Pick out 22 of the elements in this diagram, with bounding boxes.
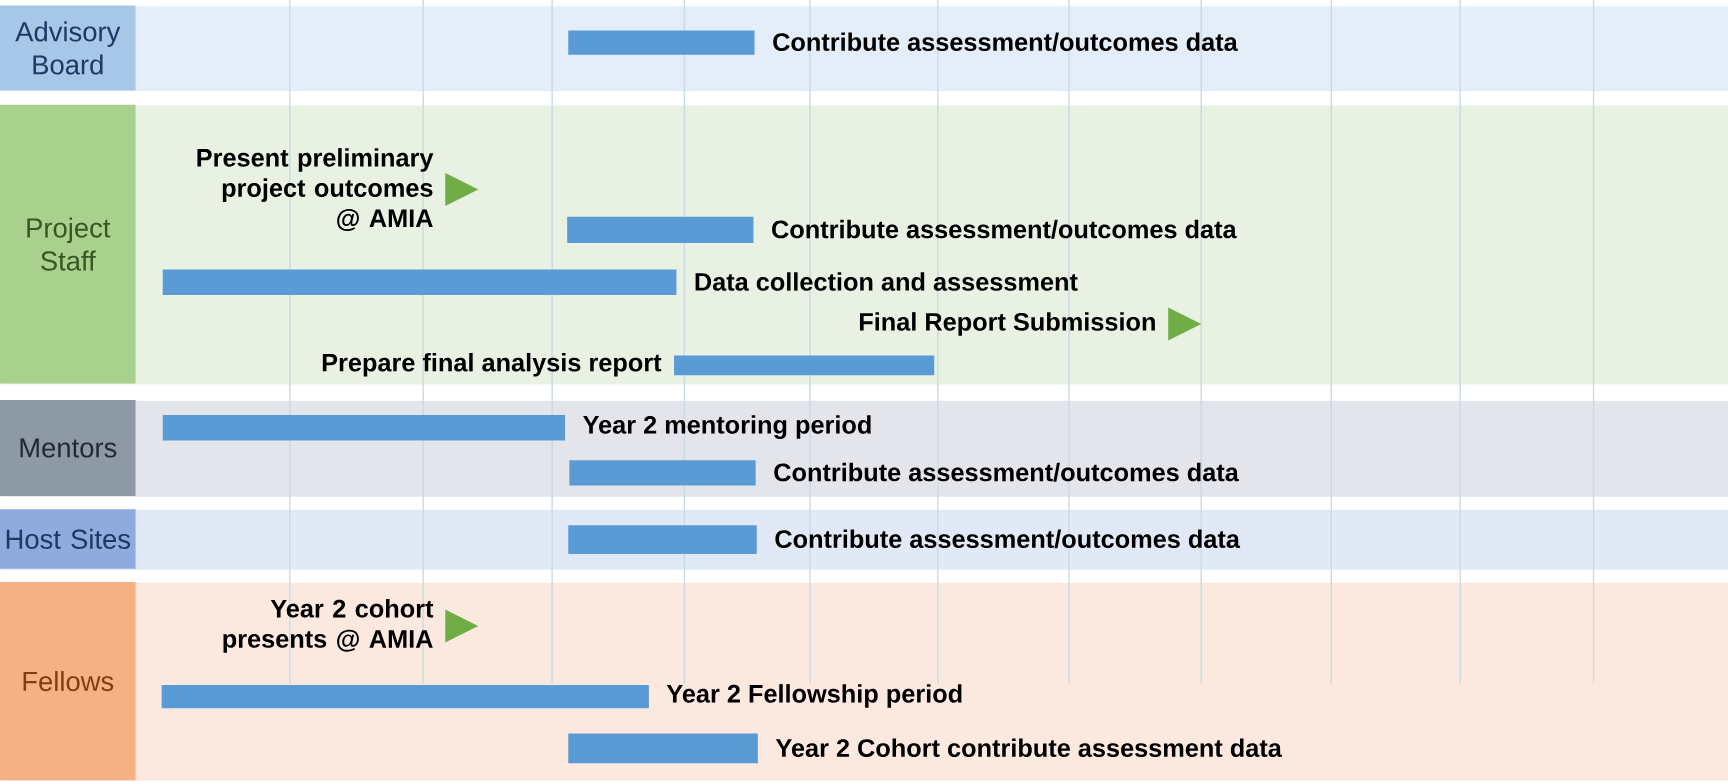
lane-header: Advisory Board bbox=[15, 21, 121, 75]
task-label: Contribute assessment/outcomes data bbox=[774, 463, 1239, 482]
task-label: Year 2 Fellowship period bbox=[666, 684, 962, 708]
lane-band bbox=[0, 5, 1728, 92]
task-label: Year 2 mentoring period bbox=[583, 415, 871, 440]
lane-header: Mentors bbox=[20, 438, 117, 458]
task-label: Contribute assessment/outcomes data bbox=[773, 32, 1238, 52]
task-label: Prepare final analysis report bbox=[322, 353, 662, 377]
lane-header: Host Sites bbox=[6, 529, 131, 550]
task-label: Final Report Submission bbox=[860, 312, 1155, 336]
task-label: Present preliminary project outcomes @ AMIA bbox=[197, 148, 434, 232]
task-label: Year 2 cohort presents @ AMIA bbox=[223, 599, 434, 654]
task-label: Contribute assessment/outcomes data bbox=[772, 220, 1237, 239]
lane-band bbox=[0, 400, 1728, 497]
task-label: Year 2 Cohort contribute assessment data bbox=[775, 738, 1282, 758]
lane-header: Fellows bbox=[23, 671, 114, 692]
lane-header: Project Staff bbox=[27, 217, 111, 271]
task-label: Data collection and assessment bbox=[695, 272, 1078, 292]
lane-band bbox=[0, 582, 1728, 781]
lane-band bbox=[0, 104, 1728, 385]
lane-band bbox=[0, 509, 1728, 571]
task-label: Contribute assessment/outcomes data bbox=[775, 529, 1241, 549]
